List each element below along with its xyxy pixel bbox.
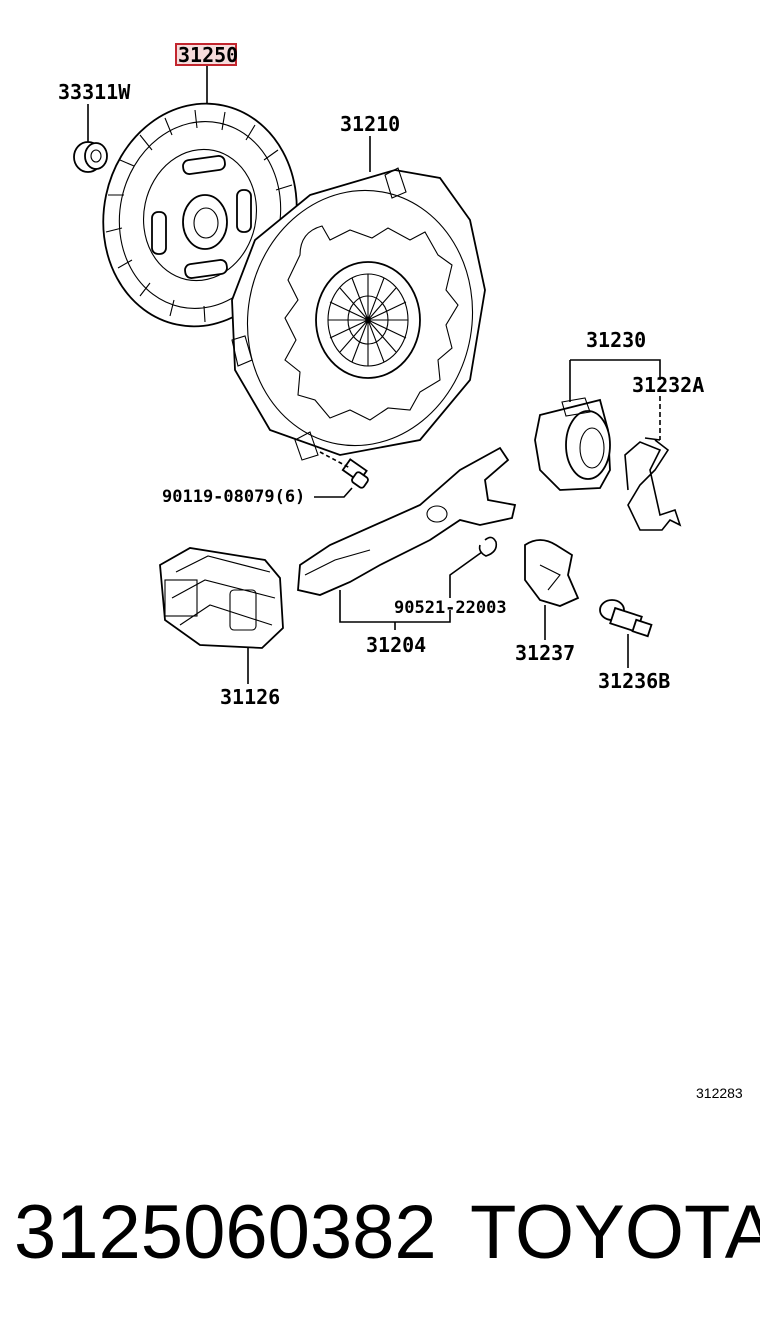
label-31237[interactable]: 31237 [515,641,575,665]
label-31210[interactable]: 31210 [340,112,400,136]
brand-name: TOYOTA [470,1190,760,1275]
label-31126[interactable]: 31126 [220,685,280,709]
label-31230[interactable]: 31230 [586,328,646,352]
label-90521-22003[interactable]: 90521-22003 [394,598,507,618]
release-fork-drawing [297,446,517,596]
clutch-disc-drawing [102,102,298,328]
label-31204[interactable]: 31204 [366,633,426,657]
highlighted-part-box [175,43,237,66]
pivot-stud-drawing [599,599,653,638]
release-fork-boot-drawing [159,547,284,649]
label-33311w[interactable]: 33311W [58,80,131,104]
release-bearing-clip-drawing [624,437,682,531]
cover-bolt-drawing [341,458,369,489]
fork-clip-drawing [478,536,498,557]
fork-support-drawing [524,539,580,607]
label-90119-08079[interactable]: 90119-08079(6) [162,487,305,507]
pilot-bearing-drawing [73,141,108,173]
diagram-code: 312283 [696,1085,743,1101]
clutch-cover-drawing [231,167,486,461]
release-bearing-drawing [534,397,611,491]
label-31250[interactable]: 31250 [178,43,238,67]
label-31236b[interactable]: 31236B [598,669,670,693]
leader-lines [87,65,661,684]
part-number: 3125060382 [14,1190,437,1275]
label-31232a[interactable]: 31232A [632,373,704,397]
